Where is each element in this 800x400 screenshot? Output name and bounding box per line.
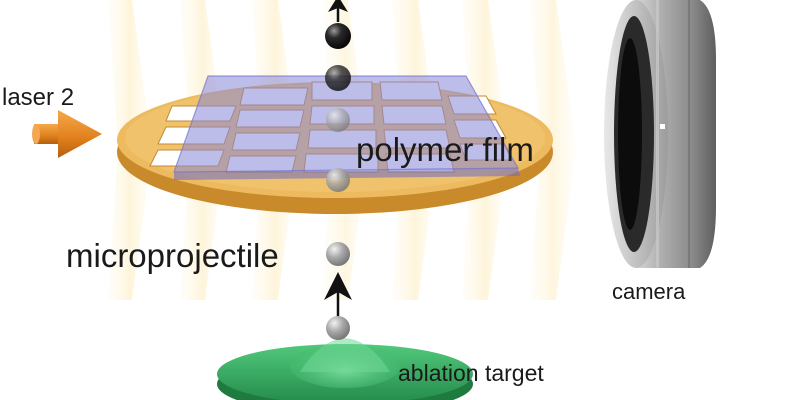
orange-arrow-icon [32, 110, 102, 158]
top-exit-arrow-icon [328, 0, 348, 22]
projectile-through-film [325, 65, 351, 91]
black-up-arrow-icon [324, 272, 352, 318]
projectile-trajectory [325, 23, 351, 340]
projectile-launch [326, 316, 350, 340]
projectile-in-film [326, 108, 350, 132]
ablation-target [217, 338, 473, 400]
projectile-exit [325, 23, 351, 49]
laser-label: laser 2 [2, 84, 75, 111]
camera-icon [604, 0, 716, 268]
projectile-below-film [326, 168, 350, 192]
projectile-rising [326, 242, 350, 266]
camera-label: camera [612, 279, 686, 304]
polymer-film-label: polymer film [356, 131, 534, 168]
microprojectile-label: microprojectile [66, 237, 279, 274]
ablation-target-label: ablation target [398, 360, 544, 386]
